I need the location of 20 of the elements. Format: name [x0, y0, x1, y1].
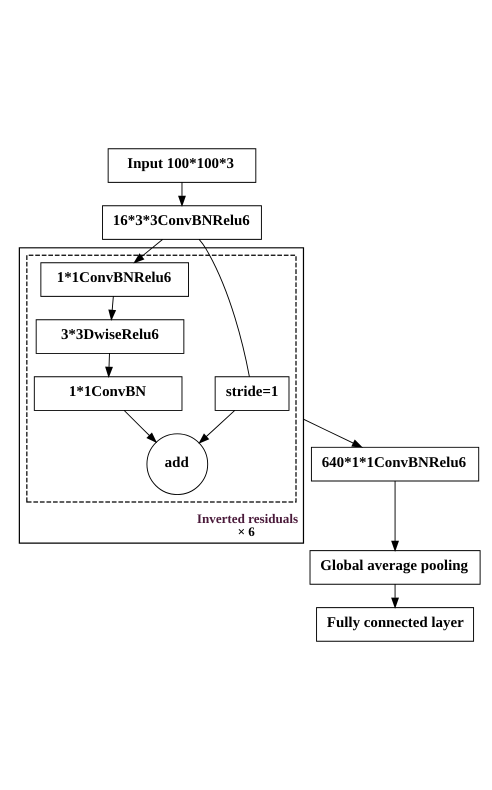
arrow: [105, 353, 113, 378]
node-box: stride=1: [214, 376, 290, 411]
arrow: [178, 182, 186, 207]
cluster: [26, 254, 297, 503]
node-box: Fully connected layer: [316, 607, 474, 642]
arrow: [198, 410, 236, 444]
arrow: [303, 418, 364, 448]
node-box: 640*1*1ConvBNRelu6: [310, 446, 480, 482]
node-box: 3*3DwiseRelu6: [36, 319, 184, 354]
node-box: Input 100*100*3: [108, 148, 256, 183]
arrow: [133, 239, 163, 264]
arrow: [124, 410, 158, 444]
arrow: [108, 296, 116, 321]
connector: [198, 238, 250, 377]
node-box: Global average pooling: [310, 550, 481, 585]
arrow: [391, 480, 399, 552]
arrow: [391, 584, 399, 609]
node-box: 1*1ConvBNRelu6: [40, 262, 189, 297]
node-box: 16*3*3ConvBNRelu6: [102, 205, 262, 240]
node-box: 1*1ConvBN: [34, 376, 182, 411]
